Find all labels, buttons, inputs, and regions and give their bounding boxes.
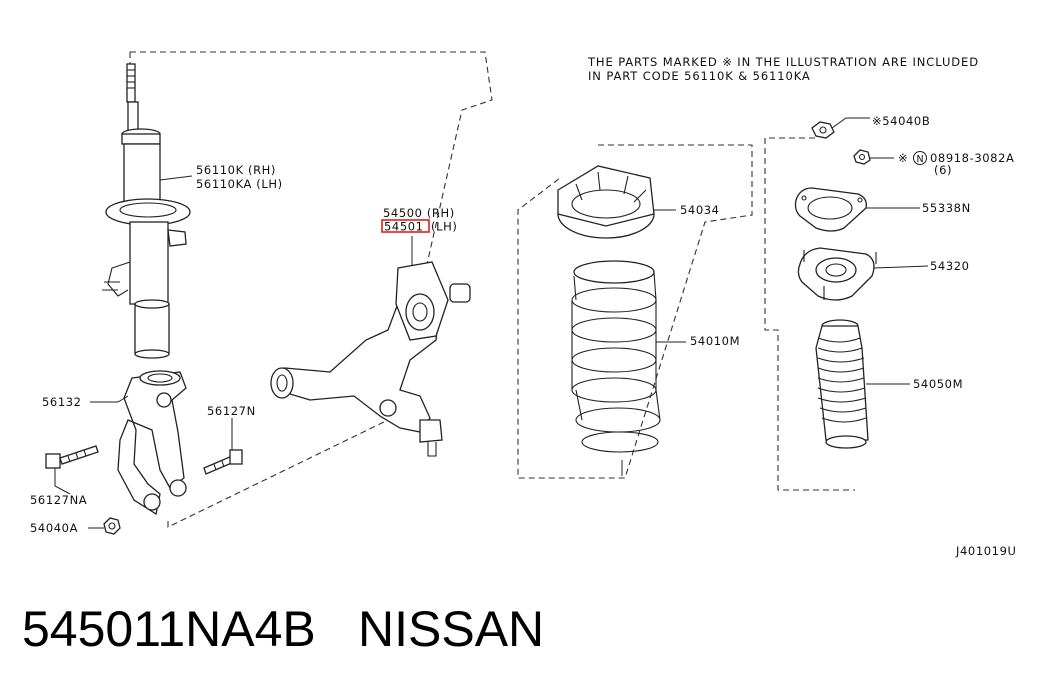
mount-plate xyxy=(794,187,867,232)
label-nut-n-symbol: N xyxy=(917,154,924,165)
label-bolt-large: 56127NA xyxy=(30,493,87,507)
label-arm-lh-code: 54501 xyxy=(384,220,424,234)
strut-mount xyxy=(797,247,877,301)
label-nut-n-code: 08918-3082A xyxy=(930,151,1014,165)
label-knuckle: 56132 xyxy=(42,395,82,409)
dust-boot xyxy=(815,319,869,449)
label-arm-lh-side: (LH) xyxy=(431,220,457,234)
bolt-large xyxy=(45,445,99,469)
highlight-box xyxy=(381,219,430,233)
top-nut xyxy=(811,121,835,139)
label-strut-lh: 56110KA (LH) xyxy=(196,177,283,191)
coil-spring xyxy=(571,260,661,453)
label-plate: 55338N xyxy=(922,201,971,215)
lower-arm xyxy=(270,261,471,457)
note-line-2: IN PART CODE 56110K & 56110KA xyxy=(588,69,811,83)
upper-seat xyxy=(557,165,655,239)
bolt-small xyxy=(203,449,243,475)
footer-brand: NISSAN xyxy=(358,601,544,657)
label-bolt-small: 56127N xyxy=(207,404,256,418)
label-nut-n-prefix: ※ xyxy=(898,151,908,165)
label-nut-top: ※54040B xyxy=(872,114,930,128)
strut-assembly xyxy=(102,63,191,359)
nut-bottom xyxy=(103,517,121,535)
label-mount: 54320 xyxy=(930,259,970,273)
label-seat: 54034 xyxy=(680,203,720,217)
spring-group-outline xyxy=(517,144,753,479)
n-circle-icon xyxy=(913,151,927,165)
label-nut-bottom: 54040A xyxy=(30,521,78,535)
leader-lines xyxy=(54,117,929,529)
mount-group-outline xyxy=(764,137,855,491)
label-strut-rh: 56110K (RH) xyxy=(196,163,276,177)
label-spring: 54010M xyxy=(690,334,740,348)
label-arm-rh: 54500 (RH) xyxy=(383,206,455,220)
note-line-1: THE PARTS MARKED ※ IN THE ILLUSTRATION A… xyxy=(587,55,979,69)
knuckle xyxy=(117,370,187,516)
label-nut-n-qty: (6) xyxy=(934,163,952,177)
label-bellows: 54050M xyxy=(913,377,963,391)
diagram-id: J401019U xyxy=(955,544,1017,558)
footer-part-number: 545011NA4B xyxy=(22,601,316,657)
small-nut xyxy=(853,149,871,165)
